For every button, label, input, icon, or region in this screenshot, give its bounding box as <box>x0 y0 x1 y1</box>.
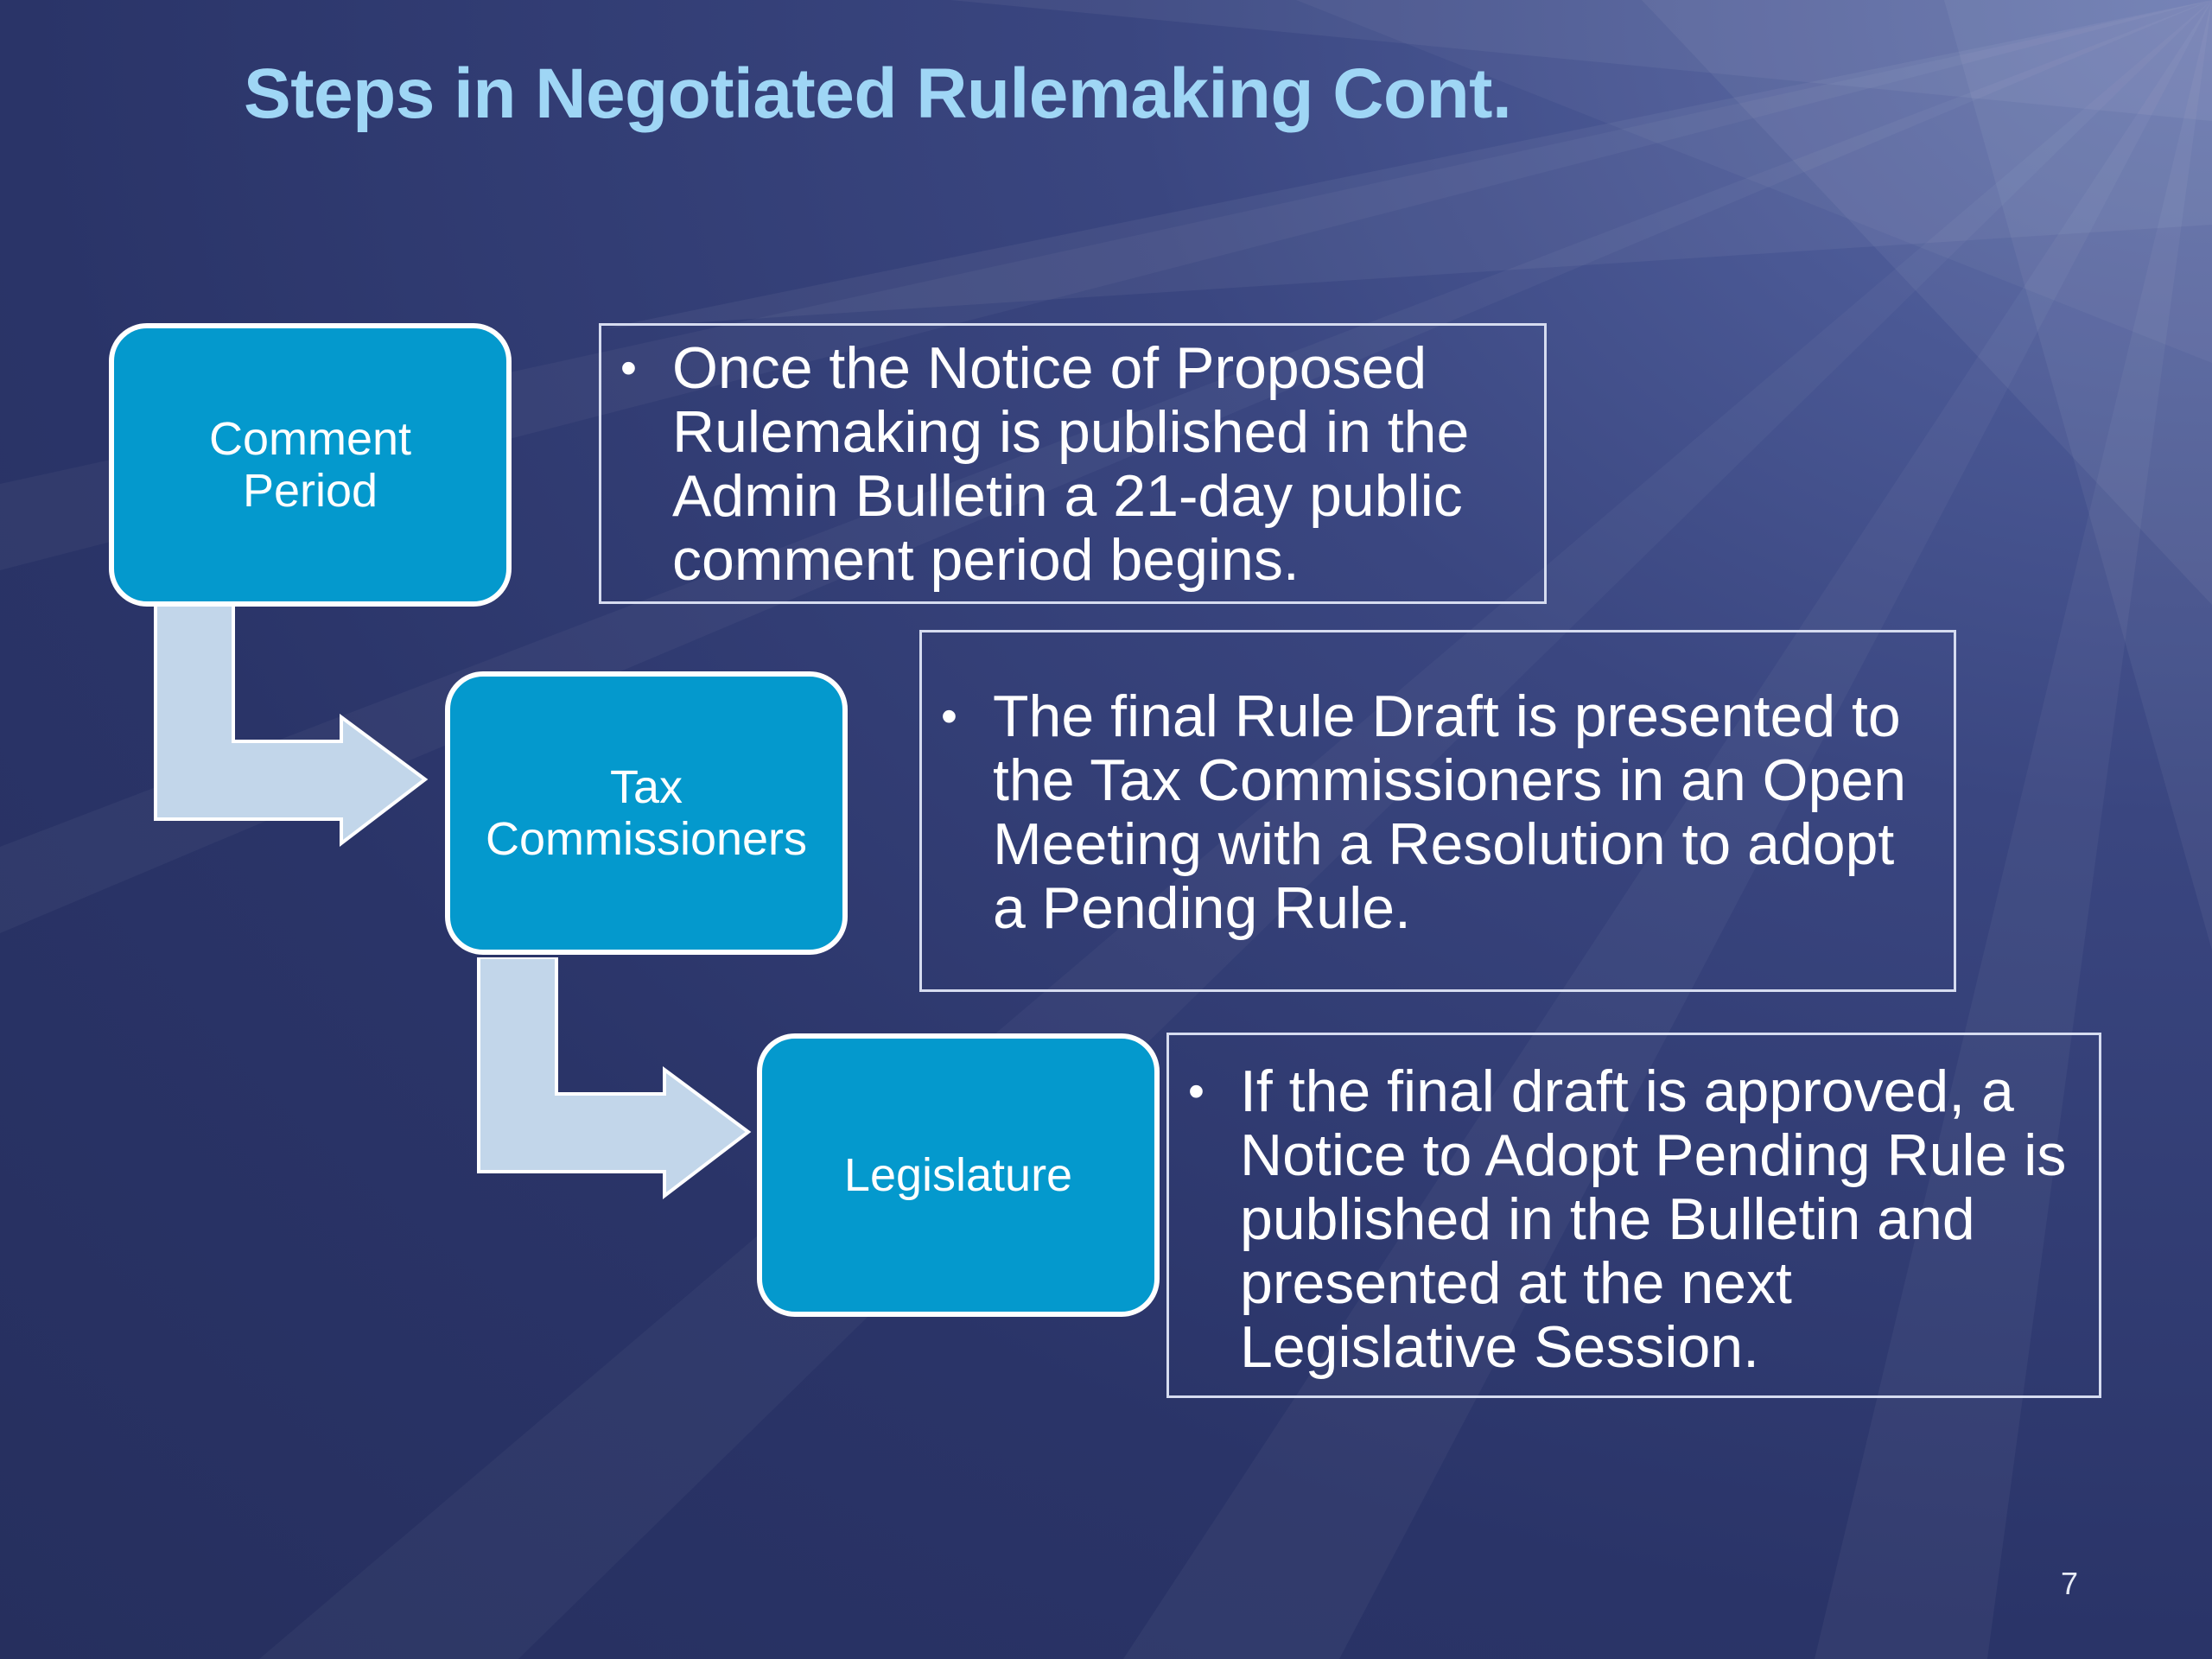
description-box-tax-commissioners: • The final Rule Draft is presented to t… <box>919 630 1956 992</box>
description-item: • The final Rule Draft is presented to t… <box>922 684 1936 940</box>
description-text: The final Rule Draft is presented to the… <box>993 683 1907 941</box>
description-box-comment-period: • Once the Notice of Proposed Rulemaking… <box>599 323 1547 604</box>
bullet-icon: • <box>1188 1065 1205 1117</box>
connector-arrow-icon <box>477 957 752 1200</box>
description-item: • Once the Notice of Proposed Rulemaking… <box>601 336 1518 592</box>
step-box-comment-period: Comment Period <box>109 323 512 607</box>
step-box-tax-commissioners: Tax Commissioners <box>445 671 848 955</box>
description-text: Once the Notice of Proposed Rulemaking i… <box>672 335 1470 593</box>
step-label: Comment Period <box>208 413 412 517</box>
connector-arrow-icon <box>154 605 429 848</box>
description-text: If the final draft is approved, a Notice… <box>1240 1058 2067 1380</box>
description-item: • If the final draft is approved, a Noti… <box>1169 1059 2082 1379</box>
step-label: Tax Commissioners <box>485 761 808 865</box>
description-box-legislature: • If the final draft is approved, a Noti… <box>1166 1033 2101 1398</box>
page-number: 7 <box>2060 1566 2078 1601</box>
step-label: Legislature <box>843 1149 1073 1201</box>
bullet-icon: • <box>620 342 637 394</box>
step-box-legislature: Legislature <box>757 1033 1160 1317</box>
slide-title: Steps in Negotiated Rulemaking Cont. <box>244 54 1512 133</box>
bullet-icon: • <box>941 690 957 742</box>
